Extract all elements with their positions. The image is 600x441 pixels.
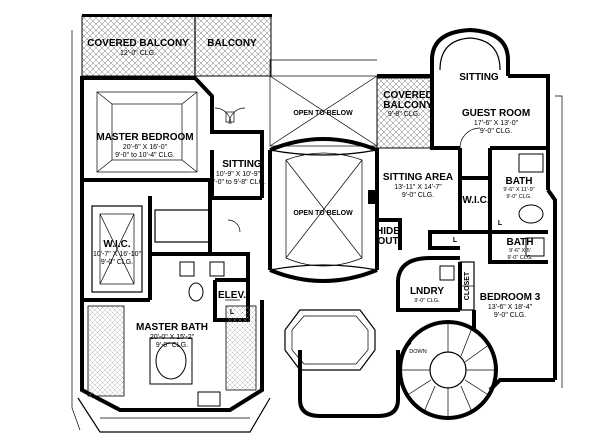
guest-room-size: 17'-6" X 13'-0" bbox=[474, 120, 519, 127]
master-bedroom-walls bbox=[80, 76, 214, 182]
open-to-below-center-label: OPEN TO BELOW bbox=[293, 210, 353, 217]
sitting-1-clg: 9'-0" to 9'-8" CLG. bbox=[210, 179, 266, 186]
bath-1-size: 9'-6" X 11'-9" bbox=[503, 187, 534, 193]
bedroom-3-label: BEDROOM 3 bbox=[480, 292, 541, 303]
master-bath-walls bbox=[77, 300, 271, 433]
sitting-area-size: 13'-11" X 14'-7" bbox=[394, 184, 442, 191]
covered-balcony-2-label-2: BALCONY bbox=[383, 100, 433, 111]
covered-balcony-2-label-1: COVERED bbox=[383, 90, 432, 101]
bedroom-3-size: 13'-6" X 18'-4" bbox=[488, 304, 533, 311]
elev-label: ELEV. bbox=[218, 290, 246, 301]
sitting-1-label: SITTING bbox=[222, 159, 262, 170]
covered-balcony-2 bbox=[376, 74, 433, 149]
hide-out-label-1: HIDE bbox=[376, 226, 400, 237]
guest-room-clg: 9'-0" CLG. bbox=[480, 128, 512, 135]
spiral-stair bbox=[398, 320, 498, 420]
closet-label: CLOSET bbox=[464, 271, 471, 300]
bath-2-size: 9'-6" X 5' bbox=[509, 248, 531, 254]
wic-master-size: 10'-7" X 16'-10" bbox=[93, 251, 142, 258]
master-bath-label: MASTER BATH bbox=[136, 322, 208, 333]
master-bedroom-label: MASTER BEDROOM bbox=[96, 132, 193, 143]
sitting-area-label: SITTING AREA bbox=[383, 172, 453, 183]
covered-balcony-1-label: COVERED BALCONY bbox=[87, 38, 189, 49]
roof-outline bbox=[71, 30, 563, 431]
master-wic-walls bbox=[80, 180, 211, 302]
covered-balcony-2-clg: 9'-8" CLG. bbox=[388, 111, 420, 118]
bath-2-clg: 9'-0" CLG. bbox=[507, 255, 533, 261]
marker-l3: L bbox=[230, 309, 235, 316]
sitting-area-clg: 9'-0" CLG. bbox=[402, 192, 434, 199]
room-labels: COVERED BALCONY 12'-0" CLG. BALCONY MAST… bbox=[87, 38, 541, 355]
master-bedroom-clg: 9'-0" to 10'-4" CLG. bbox=[115, 152, 175, 159]
guest-room-walls bbox=[430, 27, 550, 190]
wic-master-clg: 9'-0" CLG. bbox=[101, 259, 133, 266]
bath-1-clg: 9'-0" CLG. bbox=[506, 194, 532, 200]
sitting-2-label: SITTING bbox=[459, 72, 499, 83]
laundry-label: LNDRY bbox=[410, 286, 444, 297]
marker-l1: L bbox=[453, 237, 458, 244]
hide-out-label-2: OUT bbox=[377, 236, 398, 247]
balcony-label: BALCONY bbox=[207, 38, 257, 49]
guest-room-label: GUEST ROOM bbox=[462, 108, 530, 119]
marker-l2: L bbox=[498, 220, 503, 227]
stair-treads bbox=[400, 322, 496, 418]
bath-1-label: BATH bbox=[505, 176, 532, 187]
guest-wic-and-baths bbox=[460, 148, 557, 380]
laundry-clg: 9'-0" CLG. bbox=[414, 298, 440, 304]
open-to-below-upper-label: OPEN TO BELOW bbox=[293, 110, 353, 117]
lower-bay bbox=[284, 309, 400, 418]
bath-2-label: BATH bbox=[506, 237, 533, 248]
wic-guest-label: W.I.C. bbox=[462, 195, 489, 206]
master-bath-clg: 9'-0" CLG. bbox=[156, 342, 188, 349]
covered-balcony-1-clg: 12'-0" CLG. bbox=[120, 50, 156, 57]
bedroom-3-clg: 9'-0" CLG. bbox=[494, 312, 526, 319]
master-bath-size: 20'-0" X 15'-2" bbox=[150, 334, 195, 341]
stair-down-label: DOWN bbox=[409, 349, 426, 355]
wic-master-label: W.I.C. bbox=[103, 239, 130, 250]
core-area bbox=[150, 180, 250, 322]
sitting-area-walls bbox=[368, 148, 462, 270]
open-to-below-upper bbox=[269, 75, 378, 147]
master-bedroom-size: 20'-6" X 16'-0" bbox=[123, 144, 168, 151]
covered-balcony-area bbox=[81, 14, 272, 77]
sitting-1-size: 10'-9" X 10'-9" bbox=[216, 171, 261, 178]
